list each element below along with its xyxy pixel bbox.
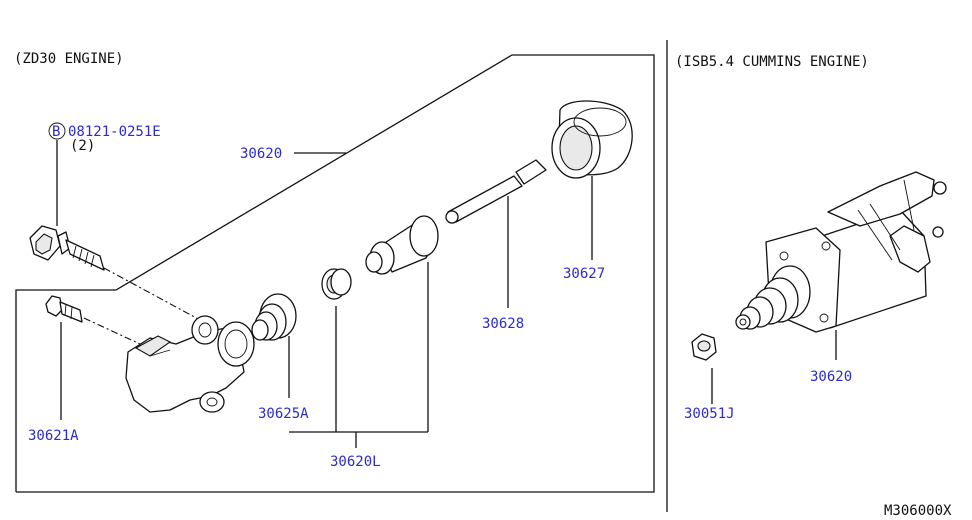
label-30621A[interactable]: 30621A <box>28 428 79 444</box>
assembly-frame <box>15 54 655 493</box>
label-30051J[interactable]: 30051J <box>684 406 735 422</box>
bolt-part <box>29 225 201 321</box>
bolt-quantity: (2) <box>70 138 95 154</box>
bleeder-screw-part <box>45 295 141 420</box>
label-30620-right[interactable]: 30620 <box>810 369 852 385</box>
piston-part <box>365 215 439 432</box>
slave-cylinder-part <box>125 315 255 413</box>
label-30620-left[interactable]: 30620 <box>240 146 282 162</box>
boot-part <box>251 293 297 398</box>
right-section-title: (ISB5.4 CUMMINS ENGINE) <box>675 54 869 70</box>
cup-part <box>551 100 633 260</box>
bolt-symbol-circle <box>48 122 66 140</box>
bolt-symbol: B <box>52 124 60 140</box>
cummins-slave-cylinder-part <box>735 171 947 360</box>
label-30628[interactable]: 30628 <box>482 316 524 332</box>
label-30627[interactable]: 30627 <box>563 266 605 282</box>
label-30620L[interactable]: 30620L <box>330 454 381 470</box>
figure-code: M306000X <box>884 503 952 519</box>
label-30625A[interactable]: 30625A <box>258 406 309 422</box>
push-rod-part <box>445 159 547 308</box>
bolt-callout[interactable]: B 08121-0251E (2) <box>48 122 161 226</box>
label-bracket <box>289 431 428 448</box>
seal-ring-part <box>321 268 352 432</box>
left-section-title: (ZD30 ENGINE) <box>14 51 124 67</box>
cummins-nut-part <box>691 333 717 404</box>
bolt-part-number[interactable]: 08121-0251E <box>68 124 161 140</box>
